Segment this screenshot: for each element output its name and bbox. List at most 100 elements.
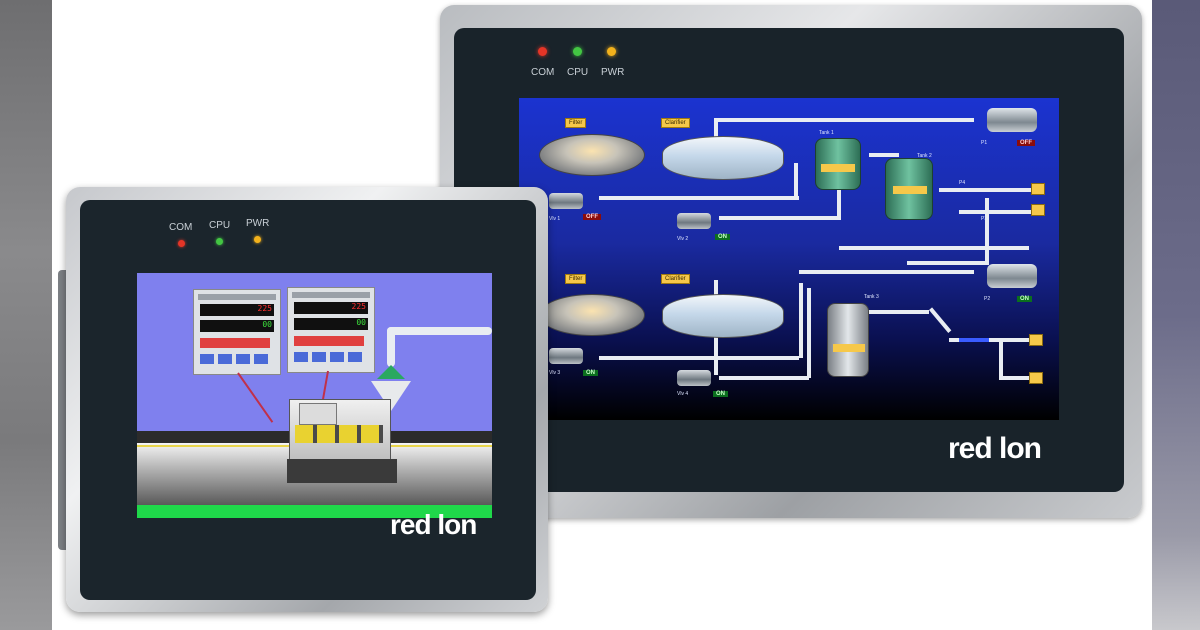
controller-button[interactable] <box>294 352 308 362</box>
motor-icon[interactable] <box>549 193 583 209</box>
tank-1-label: Tank 1 <box>819 130 834 136</box>
tank-3-label: Tank 3 <box>864 294 879 300</box>
pump-state-off[interactable]: OFF <box>583 214 601 220</box>
small-cpu-led <box>216 238 223 245</box>
pipe-segment-blue <box>959 338 989 342</box>
motor-icon[interactable] <box>987 264 1037 288</box>
valve-label: Vlv 3 <box>549 370 561 376</box>
controller-button[interactable] <box>312 352 326 362</box>
feed-pipe-down <box>387 327 395 367</box>
motor-icon[interactable] <box>987 108 1037 132</box>
small-pwr-label: PWR <box>246 218 270 229</box>
flow-indicator[interactable] <box>1031 183 1045 195</box>
hmi-tag[interactable]: Filter <box>565 274 587 284</box>
hmi-tag[interactable]: Clarifier <box>661 274 690 284</box>
tank-3 <box>827 303 869 377</box>
pipe <box>719 376 809 380</box>
small-hmi-screen[interactable]: 225 00 225 00 <box>137 273 492 518</box>
pipe <box>719 216 839 220</box>
pipe <box>869 153 899 157</box>
controller-2-readout-bottom: 00 <box>294 318 368 330</box>
controller-button[interactable] <box>330 352 344 362</box>
pump-label: P3 <box>981 216 988 222</box>
small-cpu-label: CPU <box>209 220 231 231</box>
pipe <box>714 118 974 122</box>
pipe <box>907 261 987 265</box>
large-hmi-screen[interactable]: Filter Clarifier Tank 1 Tank 2 OFF ON OF… <box>519 98 1059 420</box>
pump-state-on[interactable]: ON <box>713 391 728 397</box>
pipe <box>794 163 798 200</box>
machine-yellow-guard <box>295 425 383 443</box>
flow-indicator[interactable] <box>1029 372 1043 384</box>
valve-label: Vlv 2 <box>677 236 689 242</box>
floor-green-strip <box>137 505 492 518</box>
flow-indicator[interactable] <box>1029 334 1043 346</box>
hmi-tag[interactable]: Clarifier <box>661 118 690 128</box>
background-right-edge <box>1152 0 1200 630</box>
pipe <box>714 118 718 148</box>
pipe <box>799 283 803 358</box>
controller-button[interactable] <box>218 354 232 364</box>
pump-label: P4 <box>959 180 966 186</box>
tank-2-label: Tank 2 <box>917 153 932 159</box>
machine-base <box>287 459 397 483</box>
temperature-controller-2[interactable]: 225 00 <box>287 287 375 373</box>
tank-3-readout <box>833 344 865 352</box>
pipe <box>799 270 974 274</box>
controller-button[interactable] <box>348 352 362 362</box>
pipe <box>999 376 1029 380</box>
motor-icon[interactable] <box>549 348 583 364</box>
flow-indicator[interactable] <box>1031 204 1045 216</box>
pipe <box>837 176 841 220</box>
hmi-tag[interactable]: Filter <box>565 118 587 128</box>
small-panel-logo: red l​on <box>390 509 477 540</box>
controller-2-readout-top: 225 <box>294 302 368 314</box>
pipe <box>949 338 1029 342</box>
pump-state-off[interactable]: OFF <box>1017 140 1035 146</box>
pipe <box>839 246 1029 250</box>
material-pile <box>377 365 405 379</box>
small-com-led <box>178 240 185 247</box>
clarifier-2 <box>662 294 784 338</box>
filter-2 <box>539 294 645 336</box>
clarifier-1 <box>662 136 784 180</box>
machine-control-box <box>299 403 337 425</box>
pipe <box>599 196 799 200</box>
filter-1 <box>539 134 645 176</box>
pipe <box>999 338 1003 378</box>
pipe <box>929 307 952 333</box>
pump-state-on[interactable]: ON <box>1017 296 1032 302</box>
large-com-led <box>538 47 547 56</box>
tank-1-readout <box>821 164 855 172</box>
signal-line <box>237 372 274 423</box>
pipe <box>939 188 1034 192</box>
temperature-controller-1[interactable]: 225 00 <box>193 289 281 375</box>
feed-pipe <box>387 327 492 335</box>
pipe <box>807 288 811 378</box>
tank-2-readout <box>893 186 927 194</box>
pump-state-on[interactable]: ON <box>583 370 598 376</box>
pump-label: P2 <box>984 296 991 302</box>
large-panel-logo: red l​on <box>948 432 1042 465</box>
motor-icon[interactable] <box>677 370 711 386</box>
controller-1-readout-top: 225 <box>200 304 274 316</box>
large-cpu-led <box>573 47 582 56</box>
controller-button[interactable] <box>254 354 268 364</box>
small-pwr-led <box>254 236 261 243</box>
background-left-edge <box>0 0 52 630</box>
controller-1-readout-bottom: 00 <box>200 320 274 332</box>
pipe <box>985 198 989 265</box>
pipe <box>859 310 929 314</box>
pump-label: P1 <box>981 140 988 146</box>
valve-label: Vlv 4 <box>677 391 689 397</box>
pump-state-on[interactable]: ON <box>715 234 730 240</box>
pipe <box>959 210 1034 214</box>
pipe <box>599 356 799 360</box>
large-com-label: COM <box>531 67 555 78</box>
large-cpu-label: CPU <box>567 67 589 78</box>
controller-button[interactable] <box>200 354 214 364</box>
large-pwr-led <box>607 47 616 56</box>
small-com-label: COM <box>169 222 193 233</box>
motor-icon[interactable] <box>677 213 711 229</box>
controller-button[interactable] <box>236 354 250 364</box>
